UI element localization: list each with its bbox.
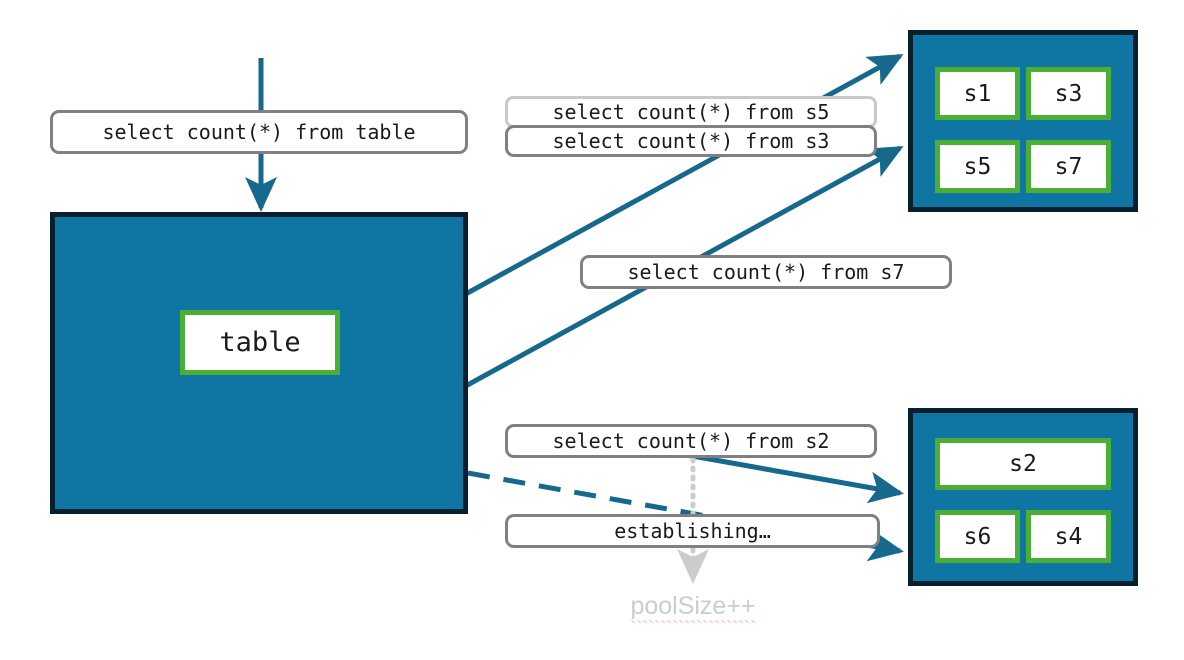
- annotation-poolsize: poolSize++: [593, 592, 793, 623]
- node-table[interactable]: table: [180, 310, 340, 375]
- query-label-from-s3[interactable]: select count(*) from s3: [505, 125, 877, 157]
- query-label-from-s5[interactable]: select count(*) from s5: [505, 96, 877, 128]
- node-s7[interactable]: s7: [1026, 140, 1111, 193]
- node-s1[interactable]: s1: [935, 67, 1020, 120]
- node-s6[interactable]: s6: [935, 510, 1020, 563]
- table-pool-container: [50, 212, 468, 514]
- annotation-poolsize-text: poolSize++: [630, 592, 756, 623]
- edge-table-to-pool-bottom-solid: [669, 449, 904, 504]
- node-s3[interactable]: s3: [1026, 67, 1111, 120]
- node-s2[interactable]: s2: [935, 438, 1111, 490]
- query-label-from-s7[interactable]: select count(*) from s7: [580, 255, 952, 289]
- query-label-from-table[interactable]: select count(*) from table: [50, 110, 468, 154]
- node-s4[interactable]: s4: [1026, 510, 1111, 563]
- status-label-establishing[interactable]: establishing…: [505, 514, 880, 548]
- query-label-from-s2[interactable]: select count(*) from s2: [505, 424, 877, 458]
- node-s5[interactable]: s5: [935, 140, 1020, 193]
